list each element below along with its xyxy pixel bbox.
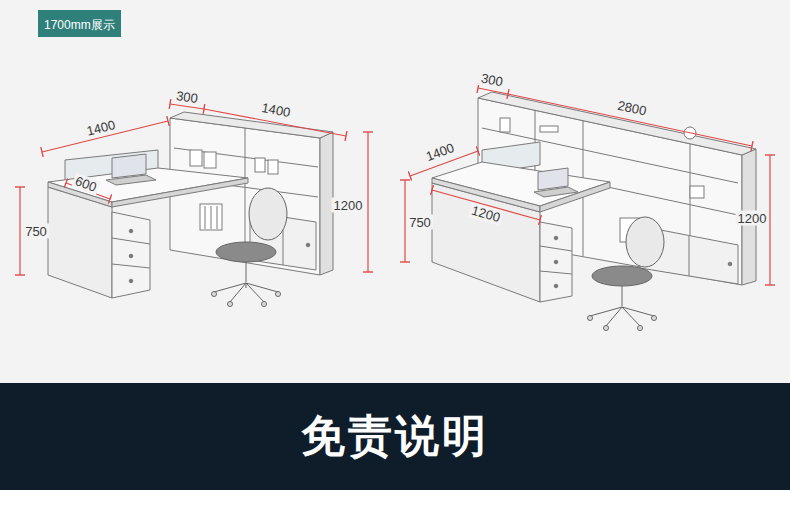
desk-sketch <box>554 236 558 240</box>
dimension-lines <box>170 104 204 109</box>
office-chair-sketch <box>246 283 247 288</box>
bookcase-sketch <box>170 112 333 275</box>
desk-sketch <box>432 162 610 206</box>
section-title: 免责说明 <box>301 407 489 466</box>
bookcase-sketch <box>540 126 558 132</box>
dimension-lines <box>19 187 20 275</box>
office-chair-sketch <box>262 302 267 307</box>
bookcase-sketch <box>174 148 318 167</box>
dimension-label: 750 <box>23 224 49 239</box>
office-chair-sketch <box>638 326 643 331</box>
dimension-label: 2800 <box>614 97 649 119</box>
office-chair-sketch <box>246 262 247 282</box>
caption-text: 1700mm展示 <box>44 17 115 34</box>
desk-sketch <box>540 271 572 274</box>
desk-sketch <box>112 264 150 268</box>
desk-sketch <box>540 222 572 302</box>
office-chair-sketch <box>606 307 622 326</box>
desk-sketch <box>432 142 610 302</box>
section-band: 免责说明 <box>0 383 790 490</box>
dimension-label: 1200 <box>736 211 769 226</box>
dimension-lines <box>404 180 405 262</box>
bookcase-sketch <box>728 262 732 266</box>
desk-sketch <box>540 246 572 251</box>
dimension-lines <box>20 88 770 285</box>
bookcase-sketch <box>204 152 216 168</box>
bookcase-sketch <box>200 204 222 230</box>
dimension-lines <box>769 155 770 285</box>
office-chair-sketch <box>622 307 640 326</box>
bookcase-sketch <box>689 236 690 276</box>
office-chair-sketch <box>590 307 622 316</box>
desk-sketch <box>112 212 150 298</box>
office-chair-sketch <box>216 242 276 262</box>
bookcase-sketch <box>217 206 218 229</box>
desk-sketch <box>129 254 133 258</box>
dimension-lines <box>508 94 752 146</box>
office-chair-sketch <box>604 326 609 331</box>
office-chair-sketch <box>228 302 233 307</box>
office-chair-sketch <box>212 188 288 307</box>
bookcase-sketch <box>306 243 310 247</box>
office-chair-sketch <box>230 283 246 302</box>
office-chair-sketch <box>246 283 264 302</box>
dimension-label: 1400 <box>83 117 119 140</box>
dimension-label: 750 <box>407 215 433 230</box>
bookcase-sketch <box>690 186 704 198</box>
desk-sketch <box>112 238 150 244</box>
bookcase-sketch <box>268 160 278 174</box>
desk-sketch <box>129 279 133 283</box>
dimension-lines <box>367 132 368 272</box>
dimension-label: 1400 <box>258 99 293 120</box>
office-chair-sketch <box>212 292 217 297</box>
office-chair-sketch <box>622 286 623 306</box>
desk-sketch <box>554 260 558 264</box>
bookcase-sketch <box>170 112 333 138</box>
desk-sketch <box>106 175 156 185</box>
dimension-label: 300 <box>478 70 506 90</box>
desk-sketch <box>129 229 133 233</box>
desk-sketch <box>112 154 146 178</box>
bookcase-sketch <box>255 158 265 172</box>
bookcase-sketch <box>205 206 206 229</box>
office-chair-sketch <box>276 292 281 297</box>
bookcase-sketch <box>170 118 320 275</box>
dimension-label: 600 <box>71 173 100 196</box>
office-chair-sketch <box>652 316 657 321</box>
furniture-illustration <box>0 0 790 383</box>
dimension-lines <box>478 88 508 94</box>
office-chair-sketch <box>626 217 664 267</box>
bookcase-sketch <box>500 118 510 132</box>
desk-sketch <box>534 187 578 197</box>
bookcase-sketch <box>190 150 202 166</box>
office-chair-sketch <box>249 188 287 240</box>
desk-sketch <box>48 150 248 298</box>
desk-sketch <box>538 168 568 190</box>
caption-tag: 1700mm展示 <box>38 10 121 37</box>
dimension-label: 1200 <box>332 198 365 213</box>
dimension-label: 300 <box>173 88 201 106</box>
bookcase-sketch <box>211 206 212 229</box>
office-chair-sketch <box>588 316 593 321</box>
office-chair-sketch <box>592 266 652 286</box>
desk-sketch <box>554 284 558 288</box>
office-chair-sketch <box>214 283 246 292</box>
dimension-label: 1200 <box>468 202 504 225</box>
office-chair-sketch <box>588 217 665 331</box>
dimension-label: 1400 <box>422 139 458 164</box>
